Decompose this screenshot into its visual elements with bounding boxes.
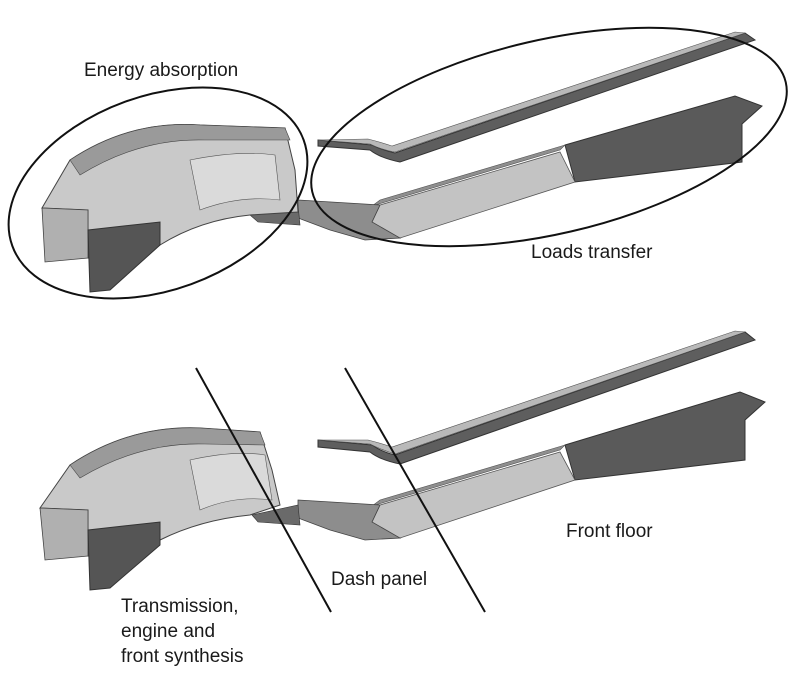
energy-absorption-label: Energy absorption <box>84 58 238 83</box>
transmission-label-line-3: front synthesis <box>121 644 244 669</box>
top-rail-assembly <box>0 0 793 337</box>
transmission-label-line-1: Transmission, <box>121 594 244 619</box>
front-floor-label: Front floor <box>566 519 653 544</box>
loads-transfer-label: Loads transfer <box>531 240 652 265</box>
dash-panel-label: Dash panel <box>331 567 427 592</box>
transmission-label-line-2: engine and <box>121 619 244 644</box>
lower-rail-top <box>42 96 762 292</box>
lower-rail-bottom <box>40 392 765 590</box>
transmission-label: Transmission, engine and front synthesis <box>121 594 244 669</box>
